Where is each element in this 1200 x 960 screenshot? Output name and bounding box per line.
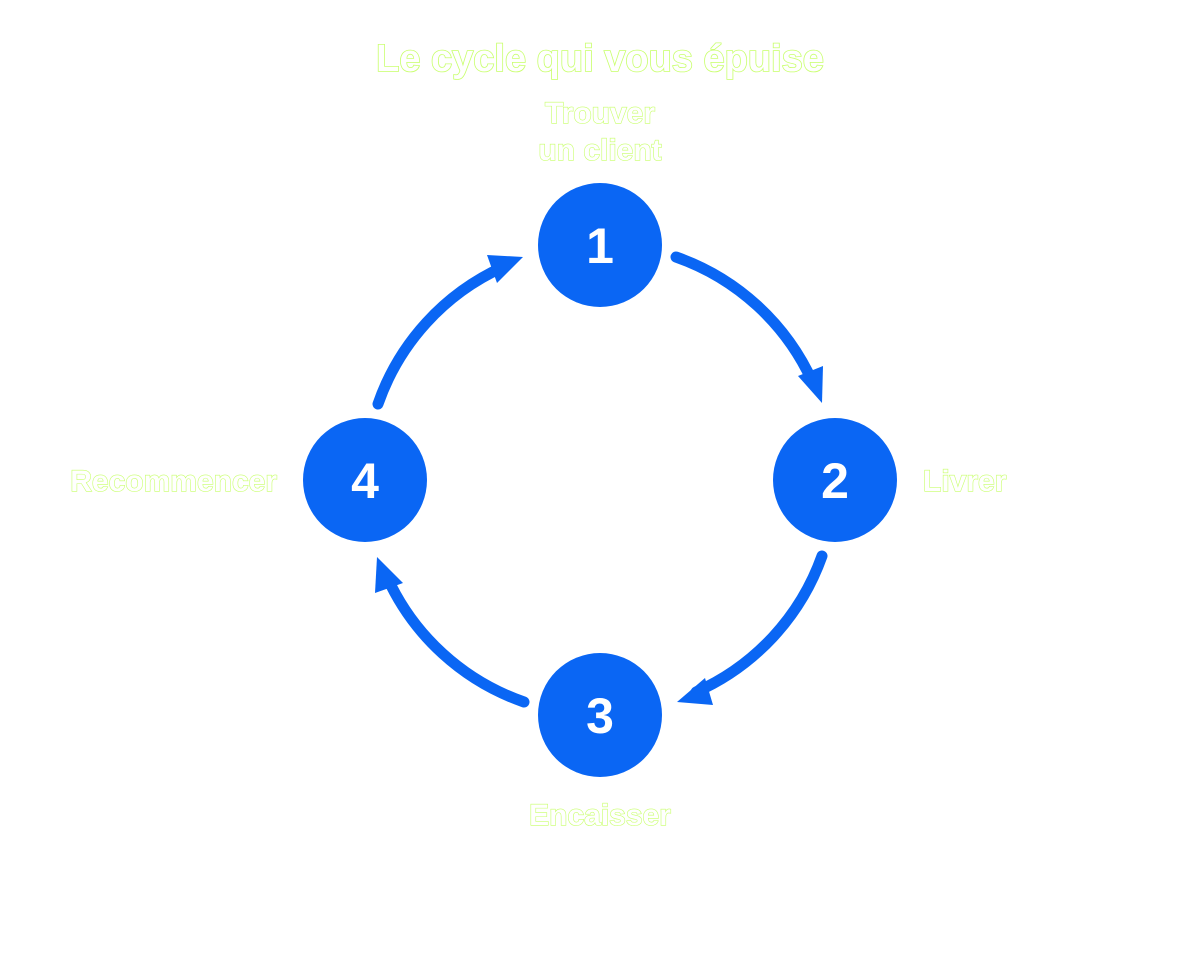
step-circle: [773, 418, 897, 542]
step-number: 1: [586, 218, 614, 274]
step-number: 2: [821, 453, 849, 509]
step-number: 4: [351, 453, 379, 509]
step-circle: [303, 418, 427, 542]
arrow-2-to-3: [677, 550, 828, 705]
step-node-4: 4: [303, 418, 427, 542]
step-label-4: Recommencer: [70, 465, 277, 498]
step-label-2: Livrer: [923, 465, 1007, 498]
step-node-3: 3: [538, 653, 662, 777]
step-label-1-line-1: Trouver: [545, 97, 655, 130]
arrow-1-to-2: [670, 251, 823, 403]
step-circle: [538, 183, 662, 307]
arrow-3-to-4: [375, 557, 530, 708]
step-label-1-line-2: un client: [538, 134, 661, 167]
step-number: 3: [586, 688, 614, 744]
step-node-1: 1: [538, 183, 662, 307]
arrow-4-to-1: [372, 255, 523, 410]
diagram-title: Le cycle qui vous épuise: [376, 38, 824, 80]
cycle-arrows: [372, 251, 828, 708]
step-circle: [538, 653, 662, 777]
step-label-3: Encaisser: [529, 799, 671, 832]
step-node-2: 2: [773, 418, 897, 542]
